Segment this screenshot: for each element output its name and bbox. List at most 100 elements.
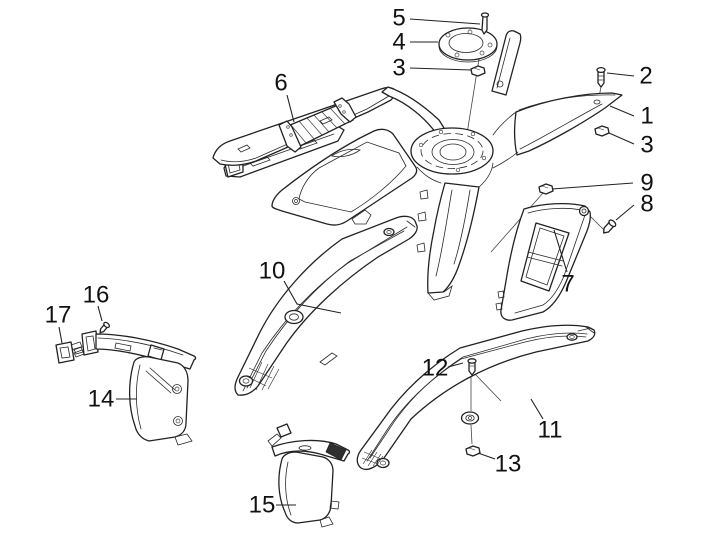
callout-screw-footboard: 12 — [422, 355, 449, 382]
part7-eyelet-inner — [581, 208, 587, 214]
leader-line-footboard-right — [530, 398, 544, 420]
clip9-line — [541, 185, 549, 189]
part15-bar-slot — [298, 445, 312, 451]
part15-apron — [278, 451, 334, 524]
clip17-inner — [59, 346, 71, 359]
clip3top-line — [473, 67, 481, 71]
leader-line-screw-wing — [606, 72, 635, 77]
filler-bolt-5 — [455, 167, 461, 173]
cover-panel-opening — [298, 141, 407, 213]
filler-ring-segments — [420, 133, 484, 169]
part14-apron-rim — [135, 364, 142, 430]
part11-hole-bottom — [376, 457, 390, 469]
part14-boss-1-inner — [174, 386, 180, 392]
part14-boss-2 — [173, 416, 183, 426]
cover-panel-boss-inner — [294, 199, 298, 203]
part-1-central-cover — [271, 30, 623, 301]
filler-bolt-3 — [470, 131, 476, 137]
cover-lower-leg — [427, 182, 480, 294]
screw16-head — [103, 321, 110, 329]
part15-notch — [329, 500, 340, 510]
part-8-screw — [602, 219, 617, 234]
part6-louver-slats — [290, 107, 346, 144]
part-3-clip-top — [470, 65, 486, 77]
leader-line-side-cover-right — [553, 229, 568, 273]
clip17-plate — [55, 341, 75, 364]
part10-hole-bottom-inner — [242, 378, 250, 384]
part10-grip-hatch — [245, 361, 280, 391]
leader-line-screw-lower-left — [97, 305, 103, 322]
part7-grille-bar — [526, 251, 564, 267]
callout-screw-lower-left: 16 — [83, 282, 110, 309]
part10-tab — [319, 352, 338, 366]
cover-surface-line-2 — [492, 151, 519, 169]
part-13-clip — [465, 445, 481, 457]
part-16-screw — [99, 321, 110, 334]
part10-hole-bottom — [238, 375, 254, 387]
filler-collar — [410, 127, 494, 175]
callout-footboard-left: 10 — [259, 258, 286, 285]
callout-plate-clip-left: 17 — [45, 302, 72, 329]
callout-footboard-right: 11 — [538, 417, 563, 444]
clip13-line — [468, 447, 476, 451]
part-2-screw — [596, 66, 606, 88]
clip13-body — [465, 445, 481, 457]
leader-line-louvered-cover-left — [286, 94, 295, 123]
assembly-line-grommet-clip13 — [470, 424, 473, 445]
callout-screw-wing: 2 — [639, 63, 652, 90]
screw8-head — [608, 219, 617, 228]
filler-bolt-4 — [481, 155, 487, 161]
part7-grille-inner — [525, 227, 565, 286]
clip17-arm — [73, 346, 84, 355]
clip3wing-body — [594, 125, 610, 137]
part4-outer — [438, 27, 498, 61]
cover-top-prong-inner — [496, 37, 511, 89]
part-4-filler-ring — [438, 27, 498, 63]
screw2-head — [596, 66, 606, 74]
part14-apron — [128, 356, 189, 442]
part15-prong-2 — [267, 433, 282, 447]
part11-grommet — [460, 411, 480, 425]
part14-prong-2 — [73, 349, 85, 358]
part14-slash — [145, 367, 176, 394]
cover-surface-line-1 — [492, 111, 517, 136]
part10-outline — [234, 215, 418, 396]
part6-pin-2 — [289, 133, 293, 137]
screw12-shaft — [468, 361, 476, 376]
part11-tip-cap — [577, 326, 595, 334]
cover-left-horn — [381, 86, 445, 134]
leader-line-clip-wing — [608, 132, 635, 145]
part-12-screw — [467, 358, 477, 376]
part4-hole-2 — [467, 29, 473, 35]
part-5-screw — [480, 12, 490, 35]
part15-foot — [319, 516, 334, 528]
cover-prong-boss — [496, 80, 504, 88]
part4-hole-4 — [479, 50, 485, 56]
cover-leg-tab-1 — [419, 189, 429, 200]
part11-grommet-inner — [465, 414, 475, 422]
part11-rim-1 — [369, 332, 588, 459]
cover-leg-inner-2 — [453, 189, 471, 265]
callout-screw-ring-top: 5 — [392, 5, 405, 32]
clip3wing-line — [597, 127, 605, 131]
part4-inner — [448, 33, 484, 53]
filler-cap — [439, 143, 467, 161]
part10-tip-notch — [406, 220, 416, 228]
part14-bar-slot — [114, 342, 132, 352]
part4-hole-3 — [487, 42, 493, 48]
part10-hole-mid — [284, 309, 304, 325]
callout-clip-leg: 9 — [640, 170, 653, 197]
callout-clip-footboard: 13 — [495, 451, 522, 478]
part10-hole-top — [383, 227, 395, 237]
part6-pin-1 — [286, 125, 290, 129]
part7-tab-2 — [495, 302, 503, 311]
cover-join-line-2 — [478, 162, 494, 188]
cover-left-panel — [271, 128, 418, 226]
part-10-footboard-left — [234, 215, 418, 396]
part-9-clip — [538, 183, 554, 195]
part11-rim-2 — [366, 335, 587, 462]
assembly-line-clip9 — [490, 192, 544, 253]
part-3-clip-wing — [594, 125, 610, 137]
